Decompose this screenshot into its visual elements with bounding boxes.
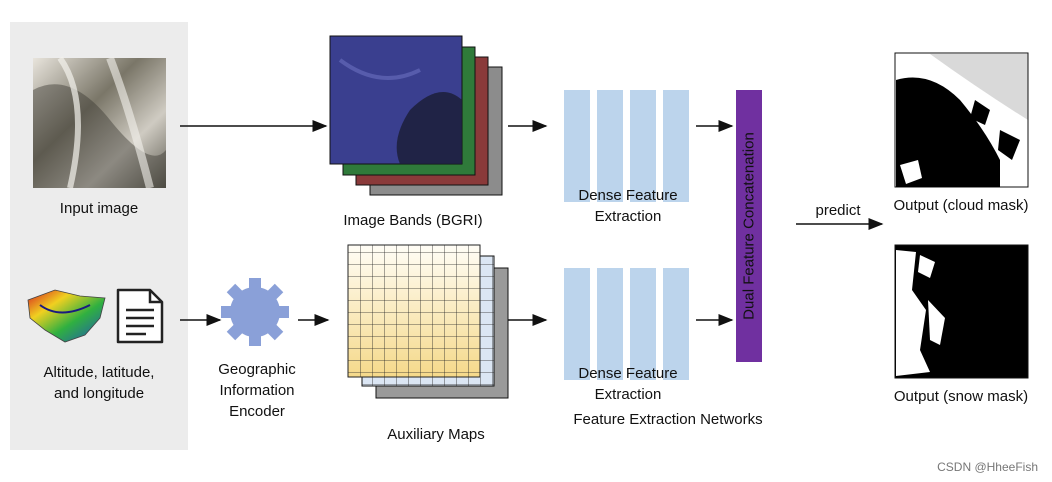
altitude-label-line1: Altitude, latitude, [43, 364, 155, 381]
feature-column-top-2 [597, 90, 623, 202]
flow-arrows [180, 120, 884, 326]
encoder-label-line3: Encoder [229, 403, 285, 420]
output-cloud-label: Output (cloud mask) [893, 197, 1029, 214]
predict-label: predict [815, 202, 861, 219]
feature-networks-label: Feature Extraction Networks [573, 411, 763, 428]
output-cloud-mask-image [894, 52, 1029, 188]
feature-column-top-3 [630, 90, 656, 202]
dense-top-line1: Dense Feature [578, 187, 678, 204]
output-snow-label: Output (snow mask) [893, 388, 1029, 405]
dense-bottom-line1: Dense Feature [578, 365, 678, 382]
feature-column-bottom-1 [564, 268, 590, 380]
encoder-label-line1: Geographic [218, 361, 296, 378]
dense-bottom-line2: Extraction [594, 386, 662, 403]
altitude-label-line2: and longitude [53, 385, 145, 402]
dual-feature-concatenation-bar [736, 90, 762, 362]
document-icon [116, 288, 164, 344]
watermark: CSDN @HheeFish [937, 460, 1038, 474]
feature-column-top-1 [564, 90, 590, 202]
input-satellite-image [33, 56, 166, 189]
feature-column-bottom-3 [630, 268, 656, 380]
concat-label: Dual Feature Concatenation [740, 132, 758, 320]
gear-icon [221, 278, 289, 346]
feature-column-top-4 [663, 90, 689, 202]
image-bands-label: Image Bands (BGRI) [343, 212, 483, 229]
input-image-label: Input image [59, 200, 139, 217]
auxiliary-maps-label: Auxiliary Maps [387, 426, 485, 443]
output-snow-mask-image [894, 244, 1029, 379]
image-bands-stack [329, 35, 503, 196]
encoder-label-line2: Information [219, 382, 295, 399]
auxiliary-maps-stack [347, 244, 509, 399]
dense-top-line2: Extraction [594, 208, 662, 225]
terrain-map-icon [27, 289, 106, 343]
feature-column-bottom-2 [597, 268, 623, 380]
feature-column-bottom-4 [663, 268, 689, 380]
